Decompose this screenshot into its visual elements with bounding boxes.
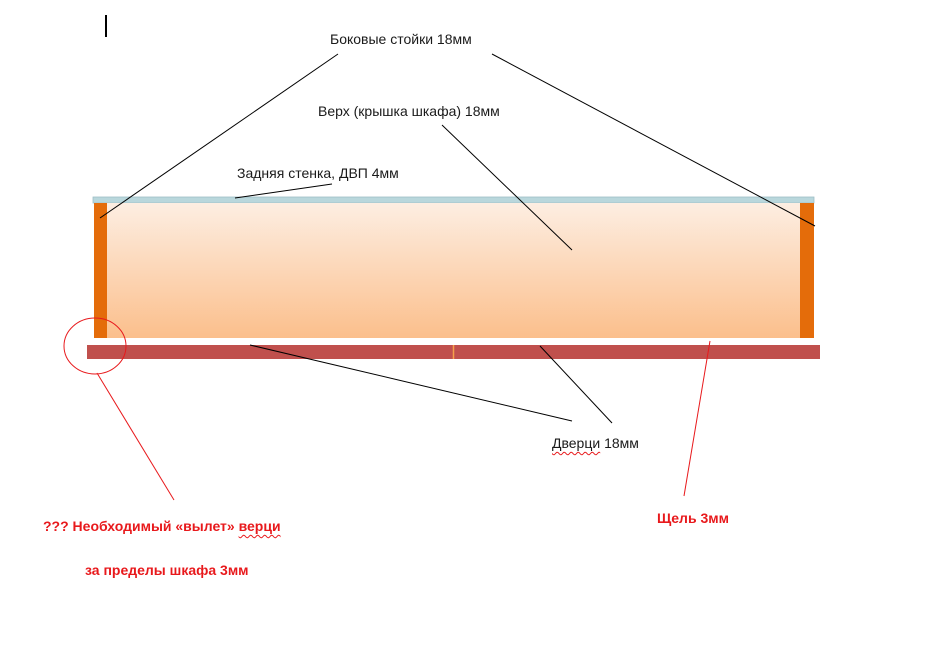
left-side-post bbox=[94, 203, 107, 338]
right-door bbox=[454, 345, 820, 359]
leader-gap bbox=[683, 340, 711, 497]
overhang-circle bbox=[63, 317, 127, 375]
label-overhang-word: верци bbox=[238, 518, 281, 534]
cabinet-top bbox=[107, 203, 800, 338]
label-overhang-prefix: ??? Необходимый «вылет» bbox=[43, 518, 239, 534]
leader-side-right bbox=[491, 53, 816, 227]
leader-top bbox=[441, 124, 573, 251]
leader-door-right bbox=[539, 345, 613, 424]
label-overhang-line2: за пределы шкафа 3мм bbox=[85, 562, 249, 578]
leader-overhang bbox=[96, 372, 175, 501]
label-gap: Щель 3мм bbox=[657, 510, 729, 526]
text-cursor bbox=[105, 15, 107, 37]
left-door bbox=[87, 345, 453, 359]
label-overhang-line1: ??? Необходимый «вылет» верци bbox=[43, 518, 281, 534]
label-doors-word: Дверци bbox=[552, 435, 601, 451]
leader-lines bbox=[99, 53, 816, 424]
label-doors: Дверци 18мм bbox=[552, 435, 639, 451]
right-side-post bbox=[800, 203, 814, 338]
label-doors-size: 18мм bbox=[600, 435, 639, 451]
label-top: Верх (крышка шкафа) 18мм bbox=[318, 103, 500, 119]
label-back-panel: Задняя стенка, ДВП 4мм bbox=[237, 165, 399, 181]
label-side-posts: Боковые стойки 18мм bbox=[330, 31, 472, 47]
leader-back bbox=[234, 183, 333, 199]
leader-door-left bbox=[249, 344, 573, 422]
back-panel bbox=[92, 196, 815, 204]
leader-side-left bbox=[99, 53, 339, 219]
